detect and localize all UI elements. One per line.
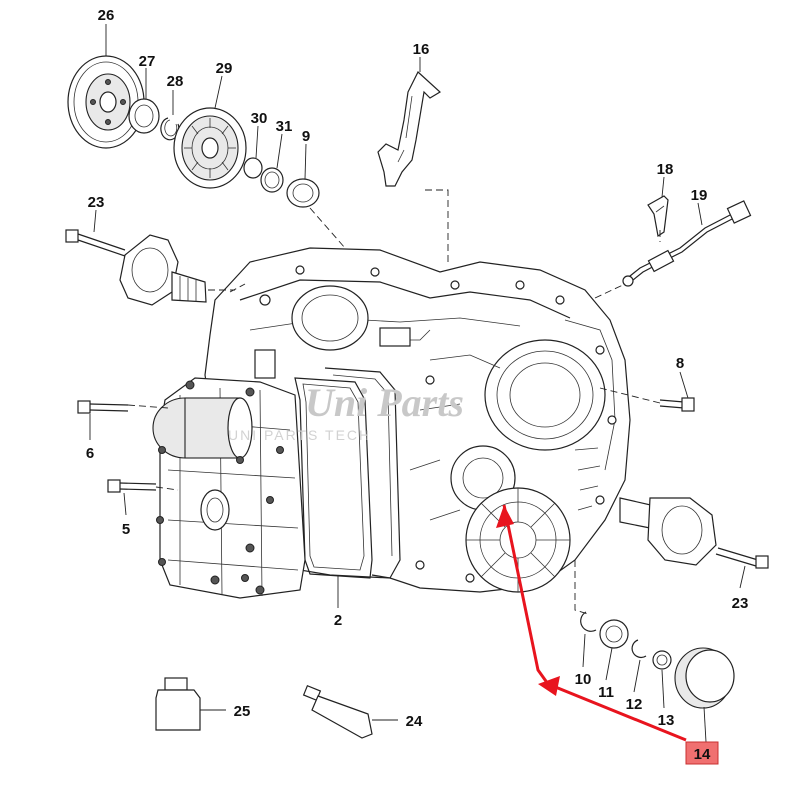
callout-13: 13 — [658, 712, 675, 729]
mechatronic-unit — [152, 377, 306, 599]
gasket-part-2 — [294, 367, 401, 579]
clutch-part-29 — [173, 107, 247, 189]
bolt-part-23-left — [65, 229, 126, 257]
callout-labels: 26 27 28 29 30 31 9 16 18 19 23 6 5 8 2 … — [86, 7, 749, 763]
drive-flange-right — [619, 497, 717, 566]
callout-31: 31 — [276, 118, 293, 135]
callout-14: 14 — [694, 746, 711, 763]
callout-8: 8 — [676, 355, 684, 372]
callout-19: 19 — [691, 187, 708, 204]
clip-part-18 — [647, 195, 669, 238]
callout-12: 12 — [626, 696, 643, 713]
ring-part-13 — [652, 650, 672, 670]
callout-5: 5 — [122, 521, 130, 538]
shift-fork-part-16 — [377, 71, 442, 187]
circlip-part-12 — [631, 639, 647, 659]
fluid-bottle-part-25 — [155, 677, 201, 731]
watermark-brand: Uni Parts — [305, 380, 464, 425]
ring-part-30 — [243, 157, 263, 179]
ring-part-31 — [260, 167, 284, 193]
callout-6: 6 — [86, 445, 94, 462]
assembly-lines — [127, 189, 661, 615]
callout-16: 16 — [413, 41, 430, 58]
transmission-housing — [204, 247, 631, 593]
bolt-part-5 — [107, 479, 157, 493]
callout-29: 29 — [216, 60, 233, 77]
seal-part-9 — [286, 178, 320, 208]
sensor-part-19 — [622, 200, 752, 287]
callout-11: 11 — [598, 684, 614, 701]
bolt-part-23-right — [715, 547, 769, 569]
callout-24: 24 — [406, 713, 423, 730]
callout-25: 25 — [234, 703, 251, 720]
circlip-part-10 — [580, 611, 597, 632]
callout-10: 10 — [575, 671, 592, 688]
watermark-subtitle: UNI PARTS TECH — [228, 427, 371, 443]
seal-part-11 — [599, 619, 629, 649]
callout-2: 2 — [334, 612, 342, 629]
callout-9: 9 — [302, 128, 310, 145]
callout-23-left: 23 — [88, 194, 105, 211]
bolt-part-6 — [77, 400, 129, 414]
part-14-highlight-badge — [685, 741, 719, 765]
seal-part-27 — [128, 98, 160, 134]
callout-26: 26 — [98, 7, 115, 24]
leader-lines — [89, 24, 746, 743]
callout-30: 30 — [251, 110, 268, 127]
flywheel-part-26 — [67, 55, 145, 149]
callout-27: 27 — [139, 53, 156, 70]
sealant-tube-part-24 — [302, 684, 373, 739]
bolt-part-8 — [659, 397, 695, 412]
callout-23-right: 23 — [732, 595, 749, 612]
cap-part-14 — [674, 647, 735, 709]
callout-28: 28 — [167, 73, 184, 90]
drive-flange-left — [119, 234, 207, 306]
callout-18: 18 — [657, 161, 674, 178]
highlight-arrow — [496, 504, 687, 742]
